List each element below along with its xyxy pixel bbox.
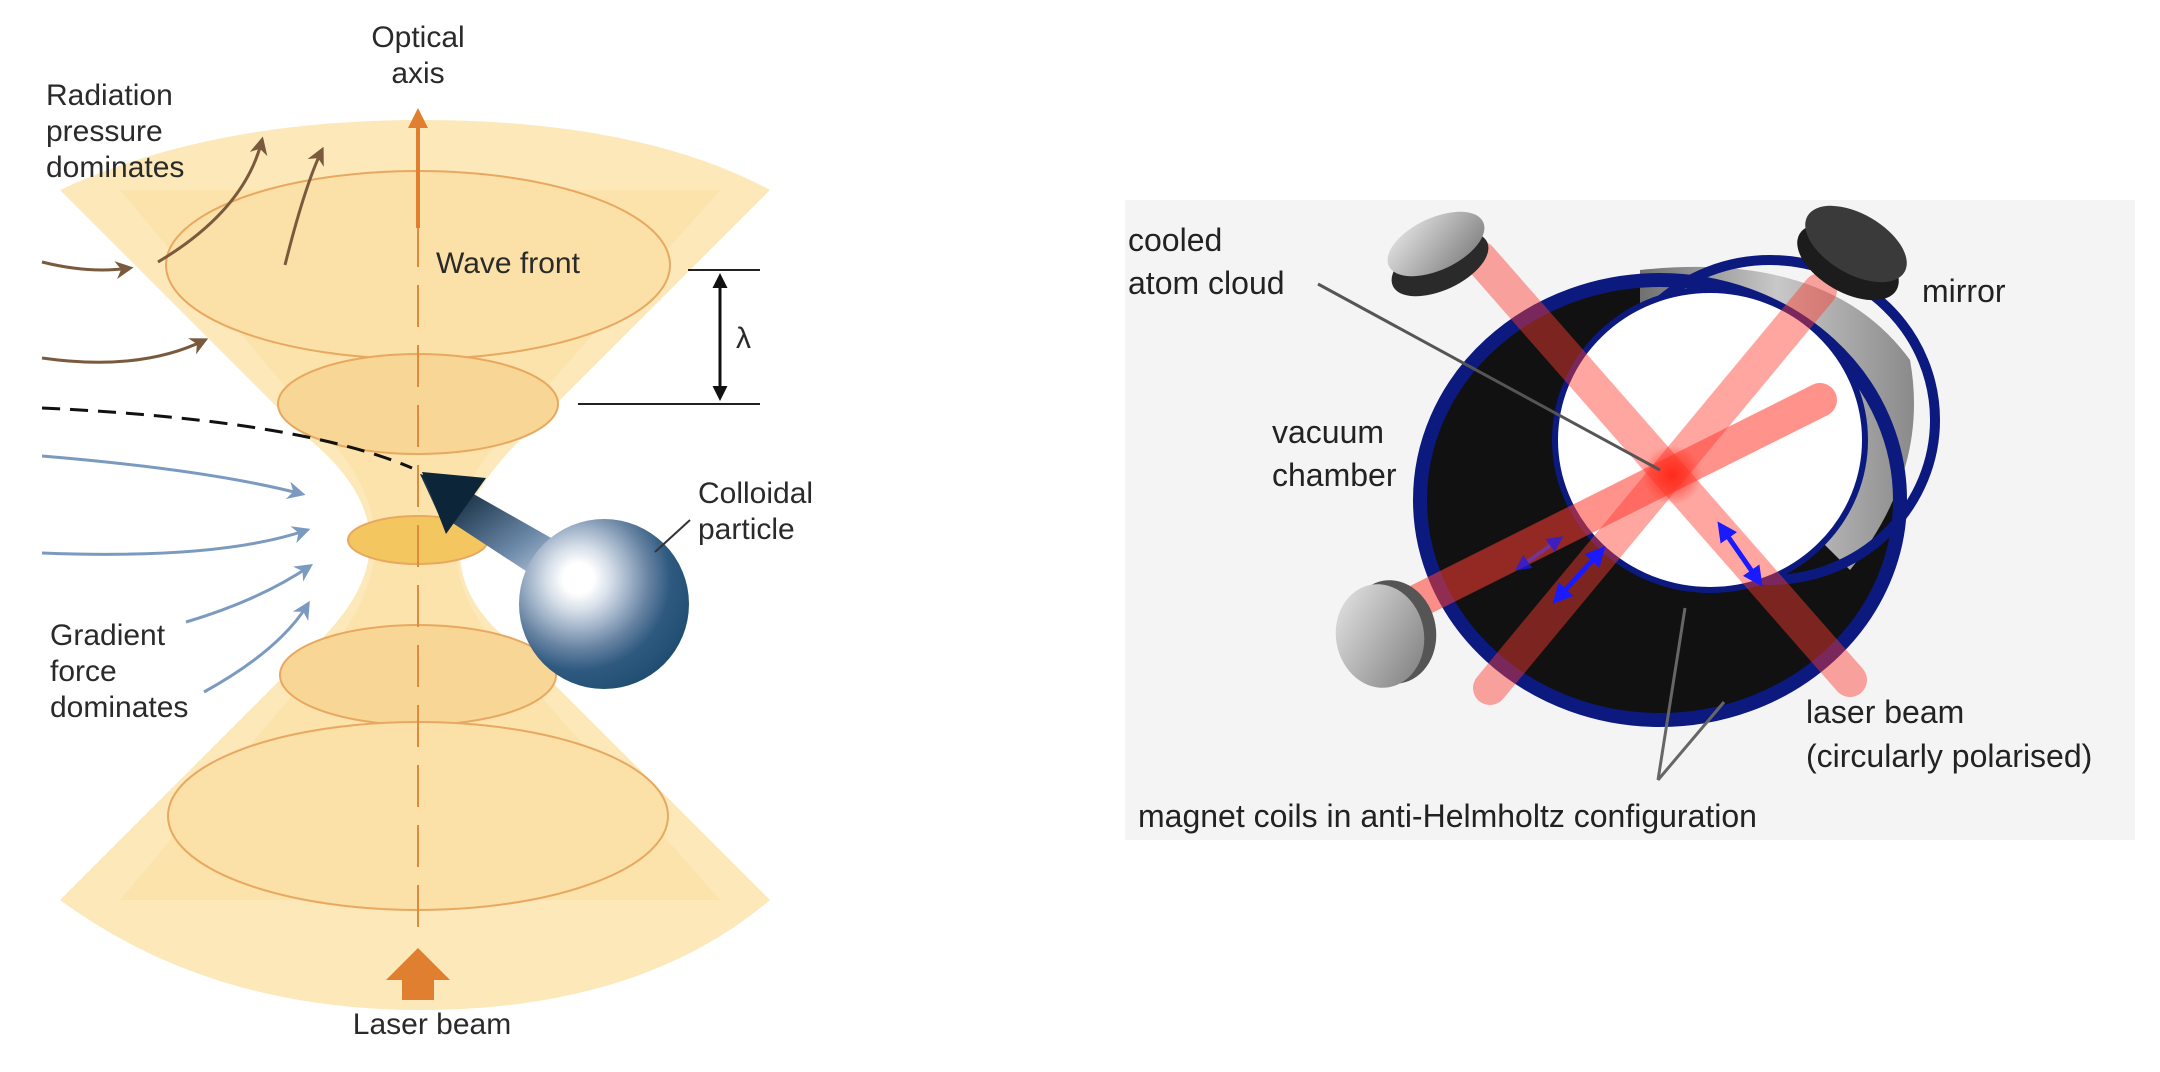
svg-text:Colloidal: Colloidal [698,477,813,510]
wavelength-label: λ [736,322,751,355]
radiation-arrow [283,146,324,266]
polarisation-arrow [1552,546,1606,604]
svg-text:Wave front: Wave front [436,247,581,280]
vacuum-chamber-front-coil [1413,273,1907,727]
gradient-label-line2: force [50,655,117,688]
atom-cloud-leader [1317,282,1661,472]
colloidal-label-line2: particle [698,513,795,546]
svg-text:force: force [50,655,117,688]
radiation-label-line3: dominates [46,151,184,184]
coil-leader [1656,701,1726,781]
laser-beam-horizontal [1383,383,1837,627]
particle-leader-line [654,519,691,553]
svg-text:Optical: Optical [371,21,464,54]
gradient-arrow [41,454,306,500]
wave-front-label: Wave front [436,247,581,280]
mirror-bottom-left [1335,580,1437,688]
cooled-atom-label-line1: cooled [1128,222,1222,258]
radiation-label-line1: Radiation [46,79,173,112]
svg-text:mirror: mirror [1922,273,2006,309]
wavefront-ellipse [167,721,669,911]
polarisation-arrow [1717,521,1763,587]
polarisation-arrow [1514,536,1564,571]
mirror-label: mirror [1922,273,2006,309]
svg-text:axis: axis [391,57,444,90]
svg-text:dominates: dominates [50,691,188,724]
svg-text:dominates: dominates [46,151,184,184]
svg-text:cooled: cooled [1128,222,1222,258]
vacuum-chamber-label-line1: vacuum [1272,414,1384,450]
mirror-top-right [1797,205,1907,301]
gradient-arrow [41,526,311,556]
gradient-arrow [203,600,310,694]
radiation-arrow [41,338,209,364]
magnet-coils-label: magnet coils in anti-Helmholtz configura… [1138,798,1757,834]
svg-text:(circularly polarised): (circularly polarised) [1806,738,2092,774]
svg-text:Gradient: Gradient [50,619,166,652]
svg-text:laser beam: laser beam [1806,694,1964,730]
gradient-label-line1: Gradient [50,619,166,652]
optical-axis-label-line2: axis [391,57,444,90]
svg-text:magnet coils in anti-Helmholtz: magnet coils in anti-Helmholtz configura… [1138,798,1757,834]
gradient-force-arrow-head [422,472,486,534]
svg-text:Radiation: Radiation [46,79,173,112]
mirror-top-left [1387,211,1489,297]
svg-text:atom cloud: atom cloud [1128,265,1285,301]
laser-beam-label: Laser beam [353,1008,511,1041]
svg-text:pressure: pressure [46,115,163,148]
svg-text:λ: λ [736,322,751,355]
radiation-arrow [41,260,134,280]
coil-leader [1656,607,1687,781]
gradient-label-line3: dominates [50,691,188,724]
cooled-atom-label-line2: atom cloud [1128,265,1285,301]
laser-beam-label-line1: laser beam [1806,694,1964,730]
gradient-arrow [185,563,313,624]
magneto-optical-trap-panel: cooled atom cloud mirror vacuum chamber … [1125,200,2135,840]
laser-beam-label-line2: (circularly polarised) [1806,738,2092,774]
colloidal-particle [519,519,689,689]
cooled-atom-cloud [1642,445,1702,505]
svg-text:particle: particle [698,513,795,546]
vacuum-chamber-label-line2: chamber [1272,457,1397,493]
optical-tweezers-panel: Optical axis Radiation pressure dominate… [41,21,813,1041]
svg-text:Laser beam: Laser beam [353,1008,511,1041]
colloidal-label-line1: Colloidal [698,477,813,510]
particle-trajectory [41,406,413,470]
svg-text:vacuum: vacuum [1272,414,1384,450]
optical-axis-label-line1: Optical [371,21,464,54]
svg-text:chamber: chamber [1272,457,1397,493]
laser-beam-arrow [386,948,450,1000]
radiation-label-line2: pressure [46,115,163,148]
radiation-arrow [157,136,268,264]
